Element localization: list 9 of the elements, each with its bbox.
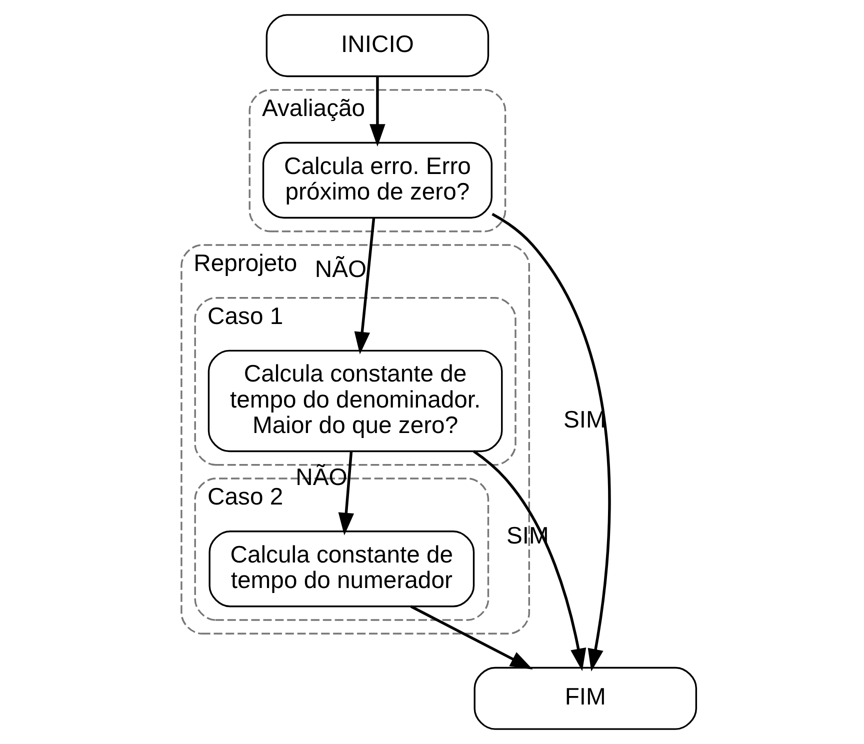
arrow <box>338 451 354 536</box>
node-box: INICIO <box>266 14 490 78</box>
edge-label: NÃO <box>314 256 367 283</box>
node-box: Calcula constante de tempo do numerador <box>208 530 475 608</box>
arrow <box>370 76 386 147</box>
node-box: Calcula erro. Erro próximo de zero? <box>262 142 492 219</box>
node-box: FIM <box>474 666 698 730</box>
arrow <box>492 212 611 672</box>
node-box: Calcula constante de tempo do denominador. Maior do que zero? <box>208 350 503 452</box>
